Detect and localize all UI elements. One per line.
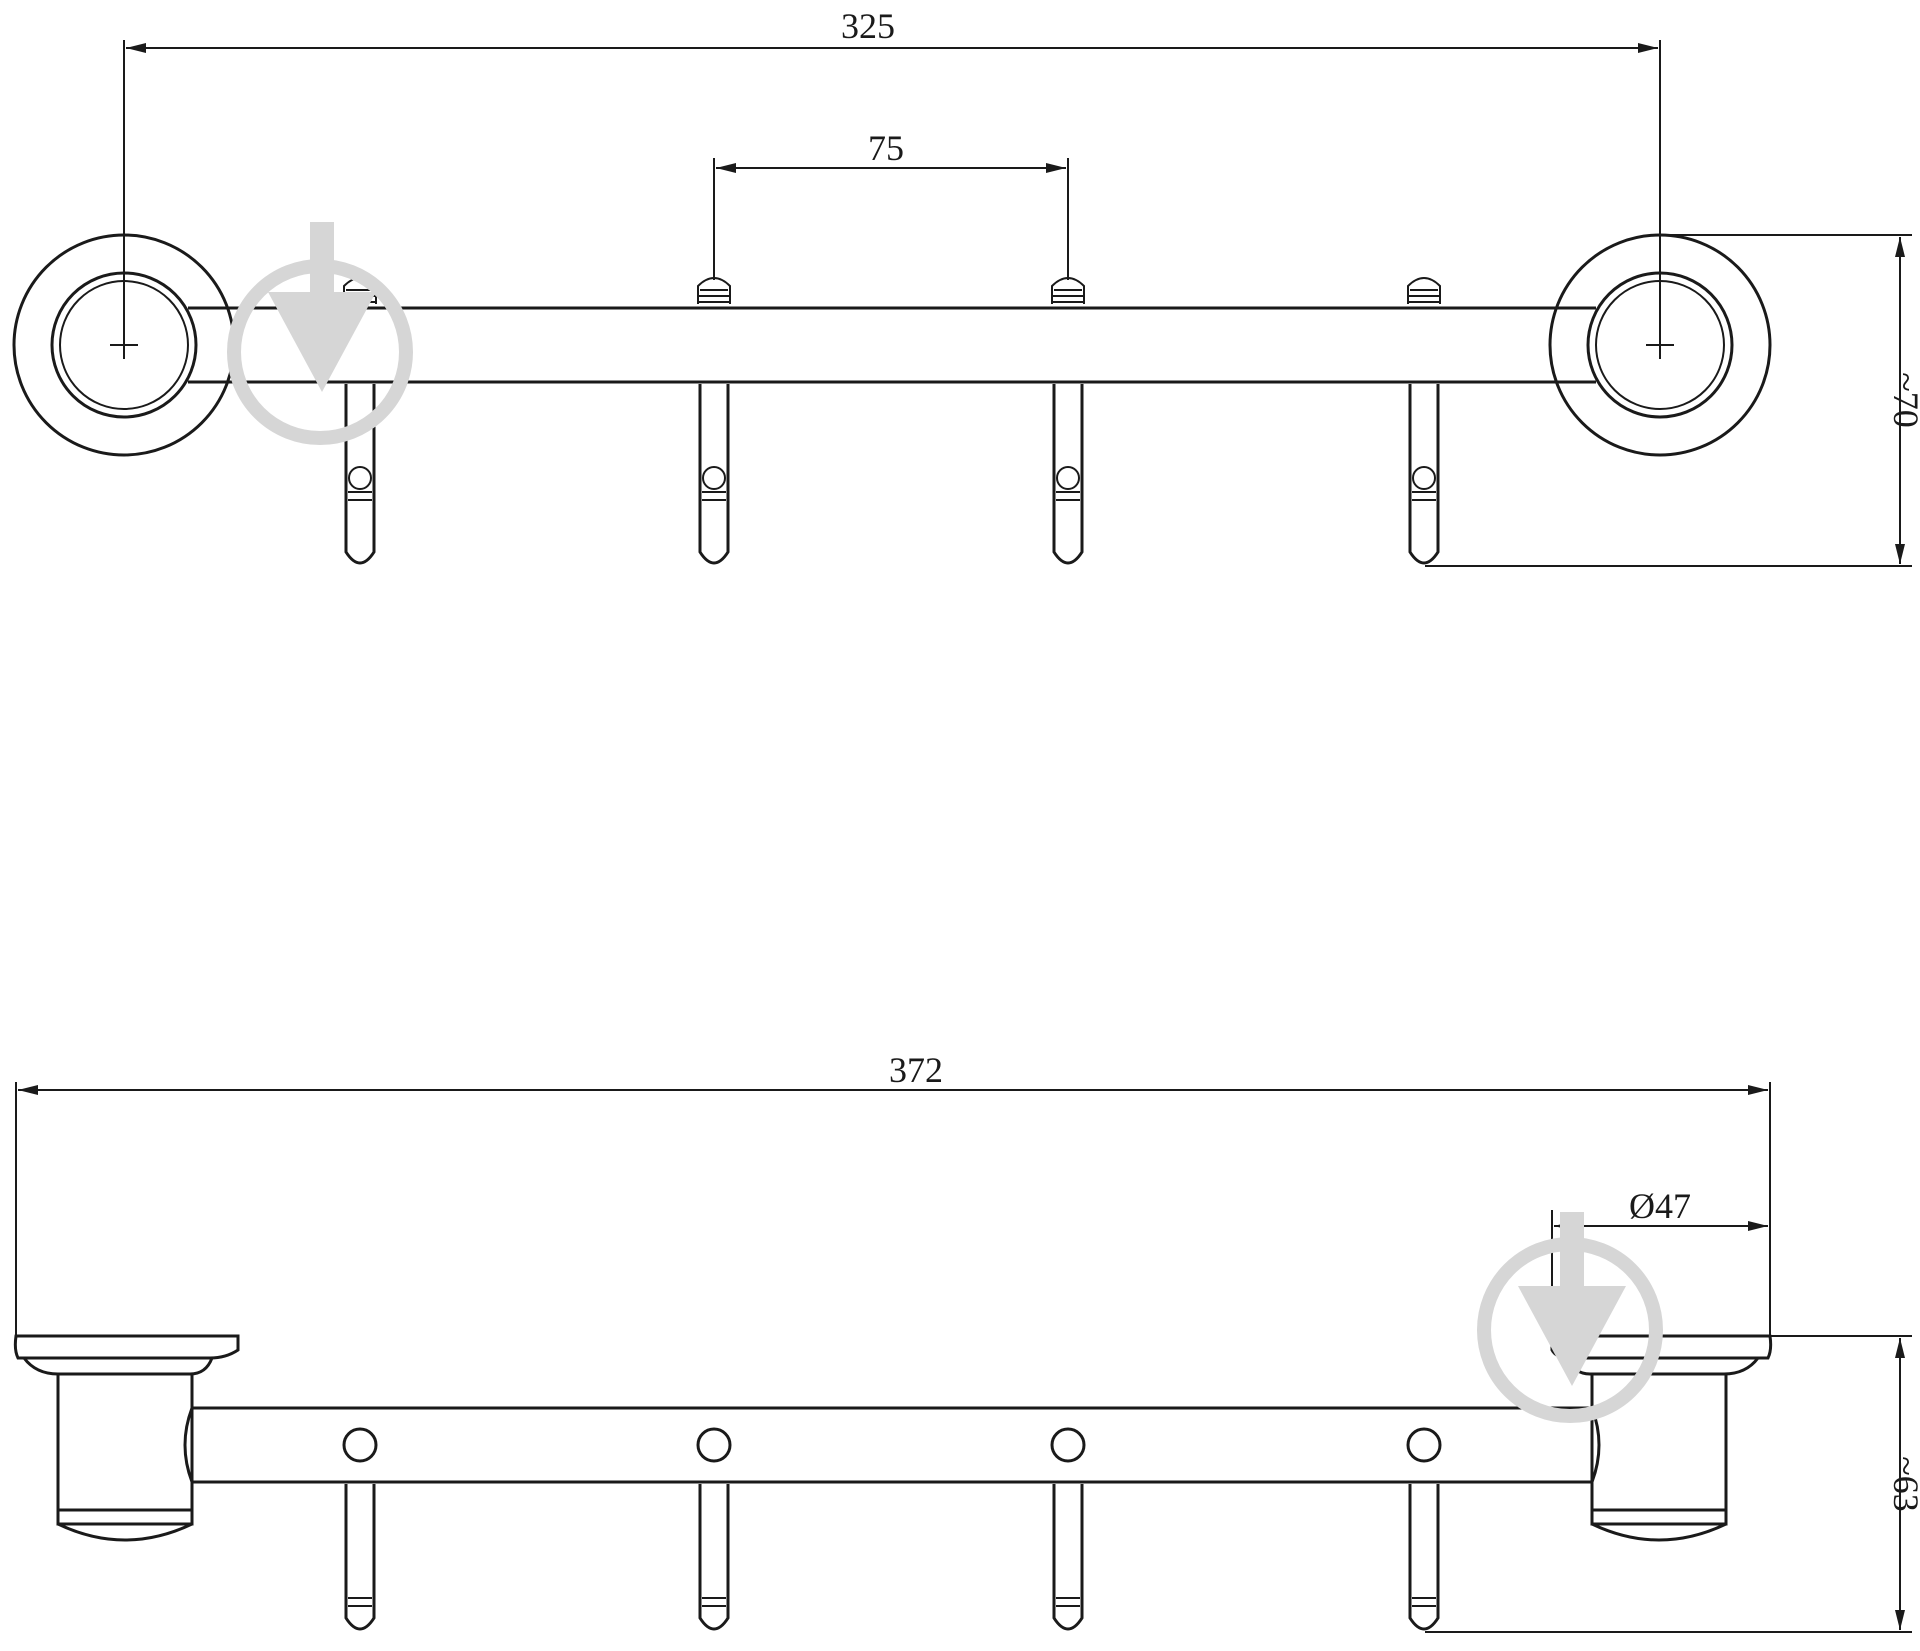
- download-arrow-icon: [1477, 1212, 1663, 1423]
- hook-top: [1407, 277, 1441, 565]
- rail-bar-top: [188, 306, 1596, 384]
- hook-front: [1406, 1427, 1442, 1631]
- dim-flange-diameter: Ø47: [1551, 1186, 1768, 1336]
- rail-bar-front: [183, 1406, 1601, 1484]
- top-view: 325 75 ~70: [12, 6, 1920, 567]
- hook-front: [1050, 1427, 1086, 1631]
- front-view: 372 Ø47 ~63: [13, 1050, 1920, 1633]
- top-hooks: [343, 277, 1441, 565]
- left-mount-front: [13, 1334, 240, 1542]
- dim-overall-length: 372: [15, 1050, 1771, 1336]
- dim-overall-centers: 325: [123, 6, 1661, 345]
- download-arrow-icon: [227, 222, 413, 445]
- hook-top: [697, 277, 731, 565]
- dim-label-75: 75: [868, 128, 904, 168]
- hook-front: [696, 1427, 732, 1631]
- hook-front: [342, 1427, 378, 1631]
- dim-label-325: 325: [841, 6, 895, 46]
- right-mount-front: [1550, 1334, 1773, 1542]
- dim-height-top: ~70: [1425, 234, 1920, 567]
- dim-label-70: ~70: [1886, 372, 1920, 427]
- front-hooks: [342, 1427, 1442, 1631]
- dim-hook-pitch: 75: [713, 128, 1069, 280]
- hook-top: [1051, 277, 1085, 565]
- dim-label-47: Ø47: [1629, 1186, 1691, 1226]
- dim-label-372: 372: [889, 1050, 943, 1090]
- dim-height-front: ~63: [1425, 1335, 1920, 1633]
- dim-label-63: ~63: [1886, 1456, 1920, 1511]
